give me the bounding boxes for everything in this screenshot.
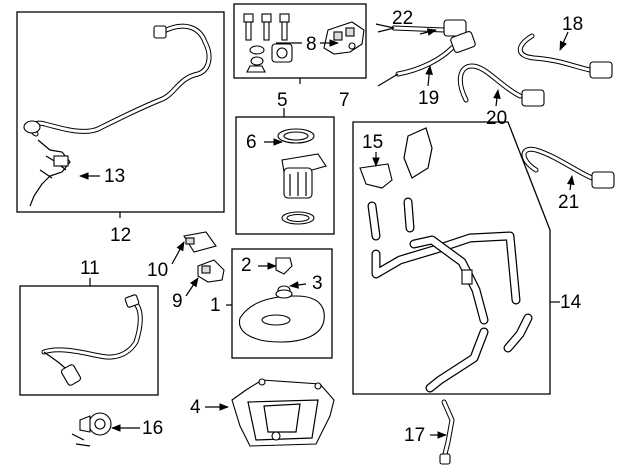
tank-cover-part-1 bbox=[239, 257, 325, 343]
callout-22: 22 bbox=[392, 8, 413, 29]
callout-1: 1 bbox=[210, 295, 221, 316]
sensor-part-18 bbox=[517, 33, 613, 79]
callout-5: 5 bbox=[277, 90, 288, 111]
fuel-line-part-12 bbox=[23, 23, 212, 207]
callout-15: 15 bbox=[362, 132, 383, 153]
callout-9: 9 bbox=[172, 291, 183, 312]
group-box-1 bbox=[231, 248, 333, 359]
callout-11: 11 bbox=[80, 258, 100, 279]
callout-6: 6 bbox=[246, 132, 257, 153]
callout-21: 21 bbox=[558, 192, 579, 213]
sensor-part-19 bbox=[377, 31, 476, 87]
connector-part-10 bbox=[183, 231, 217, 253]
leader-lines bbox=[79, 28, 575, 439]
sender-unit-part-5 bbox=[277, 128, 327, 225]
callout-7: 7 bbox=[339, 90, 350, 111]
callout-20: 20 bbox=[486, 108, 507, 129]
group-box-14 bbox=[352, 121, 551, 395]
callout-18: 18 bbox=[562, 14, 583, 35]
callout-4: 4 bbox=[190, 397, 201, 418]
callout-19: 19 bbox=[418, 88, 439, 109]
group-box-5 bbox=[235, 116, 335, 235]
callout-3: 3 bbox=[312, 273, 323, 294]
oil-pan-part-4 bbox=[231, 378, 335, 447]
callout-2: 2 bbox=[241, 255, 252, 276]
callout-17: 17 bbox=[404, 425, 425, 446]
callout-10: 10 bbox=[147, 260, 168, 281]
callout-14: 14 bbox=[560, 292, 582, 313]
bolt-kit-part-8 bbox=[243, 13, 293, 73]
callout-13: 13 bbox=[104, 166, 125, 187]
sensor-wire-part-11 bbox=[41, 294, 143, 386]
callout-16: 16 bbox=[142, 418, 163, 439]
sensor-part-21 bbox=[521, 146, 615, 189]
callout-8: 8 bbox=[306, 34, 317, 55]
hose-assembly-part-14 bbox=[359, 127, 533, 393]
sensor-part-17 bbox=[439, 399, 455, 465]
connector-part-9 bbox=[197, 259, 225, 283]
group-box-11 bbox=[19, 285, 159, 396]
valve-part-16 bbox=[71, 412, 112, 447]
sensor-part-20 bbox=[457, 63, 545, 107]
pump-module-part-8 bbox=[323, 21, 365, 55]
callout-12: 12 bbox=[110, 225, 131, 246]
